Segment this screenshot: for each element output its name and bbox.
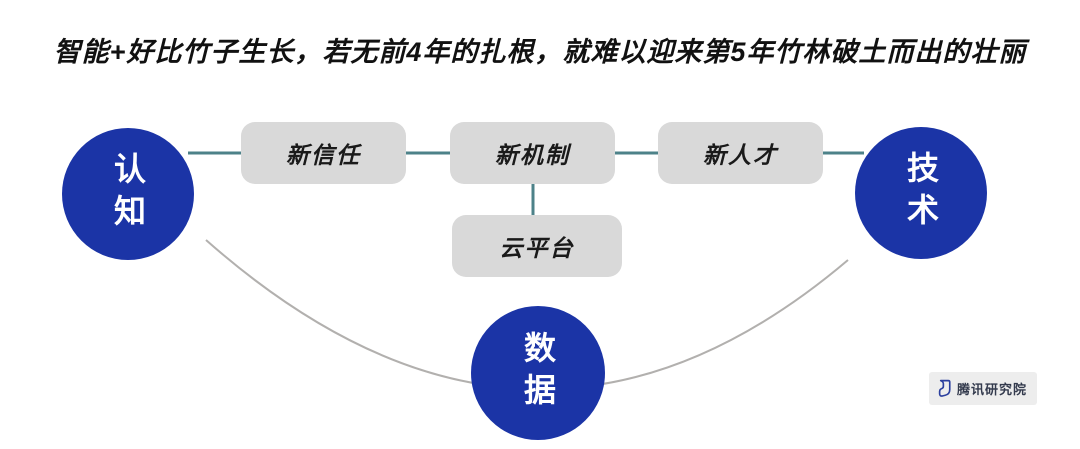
node-data-circle: 数据: [471, 306, 605, 440]
node-new-mechanism-box: 新机制: [450, 122, 615, 184]
tencent-research-logo-icon: [937, 379, 952, 398]
data-label: 数据: [520, 331, 556, 415]
logo-text: 腾讯研究院: [957, 382, 1028, 397]
cognition-label: 认知: [110, 152, 146, 236]
node-cloud-platform-box: 云平台: [452, 215, 622, 277]
new-mechanism-label: 新机制: [495, 142, 570, 168]
cloud-platform-label: 云平台: [499, 235, 575, 261]
node-new-talent-box: 新人才: [658, 122, 823, 184]
new-trust-label: 新信任: [286, 142, 361, 168]
node-cognition-circle: 认知: [62, 128, 194, 260]
technology-label: 技术: [903, 151, 939, 235]
footer-logo: 腾讯研究院: [929, 372, 1038, 405]
new-talent-label: 新人才: [703, 142, 778, 168]
node-new-trust-box: 新信任: [241, 122, 406, 184]
node-technology-circle: 技术: [855, 127, 987, 259]
page-title: 智能+好比竹子生长，若无前4年的扎根，就难以迎来第5年竹林破土而出的壮丽: [53, 37, 1027, 67]
